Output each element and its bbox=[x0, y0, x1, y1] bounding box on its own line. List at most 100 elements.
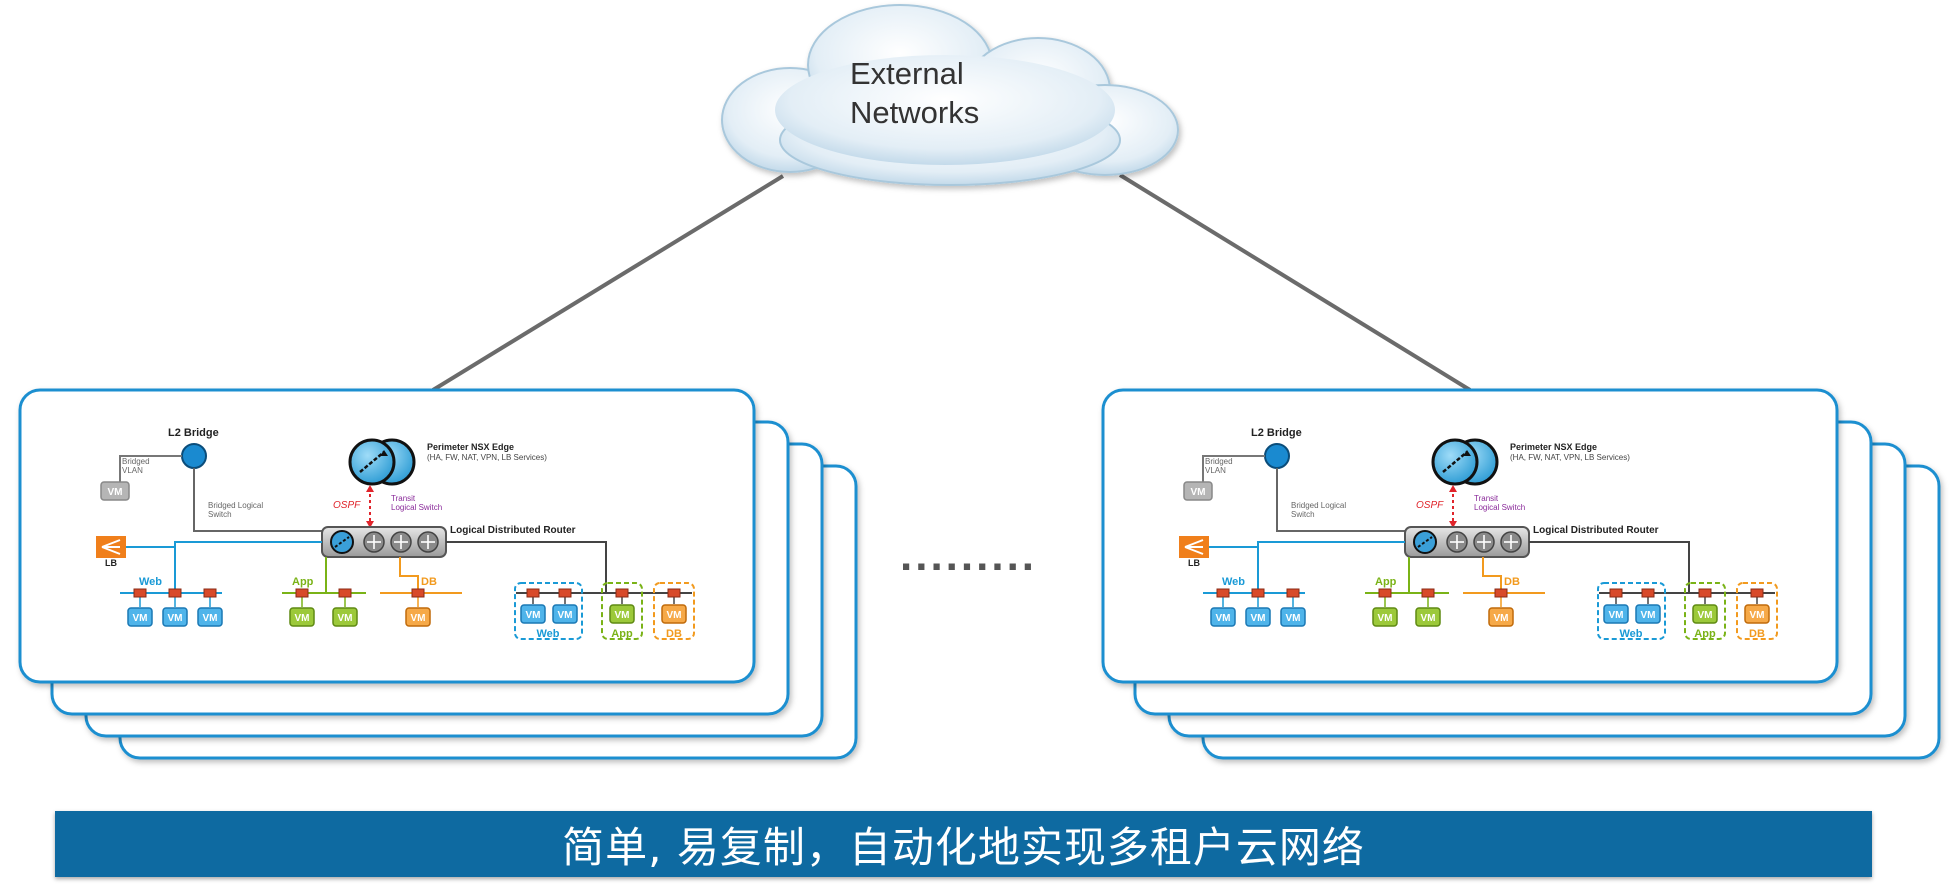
distributed-uplink bbox=[1529, 541, 1690, 593]
vm-label: VM bbox=[295, 613, 310, 624]
vm-label: VM bbox=[411, 613, 426, 624]
db-vm-1: VM bbox=[1488, 607, 1514, 627]
bridged-vlan-label-2: VLAN bbox=[1205, 466, 1226, 475]
app-vm-2: VM bbox=[332, 607, 358, 627]
db-segment-label: DB bbox=[1504, 576, 1520, 588]
web-vm-1: VM bbox=[1210, 607, 1236, 627]
vm-label: VM bbox=[1251, 613, 1266, 624]
port-icon bbox=[1378, 588, 1392, 598]
bridged-switch-line bbox=[193, 468, 325, 532]
transit-label-2: Logical Switch bbox=[391, 503, 442, 512]
bridged-vm-label: VM bbox=[108, 487, 123, 498]
web-uplink bbox=[174, 541, 322, 593]
vm-label: VM bbox=[203, 613, 218, 624]
db-group-label: DB bbox=[1749, 628, 1765, 640]
transit-label-1: Transit bbox=[1474, 494, 1499, 503]
web-group-label: Web bbox=[1619, 628, 1642, 640]
port-icon bbox=[1494, 588, 1508, 598]
port-icon bbox=[667, 588, 681, 598]
uplink-line-right bbox=[1118, 173, 1472, 392]
app-vm-2: VM bbox=[1415, 607, 1441, 627]
web-group-box bbox=[1597, 582, 1666, 640]
vm-label: VM bbox=[1421, 613, 1436, 624]
vm-label: VM bbox=[133, 613, 148, 624]
summary-banner: 简单, 易复制，自动化地实现多租户云网络 bbox=[55, 811, 1872, 877]
ospf-label: OSPF bbox=[333, 500, 361, 511]
router-icon bbox=[1500, 531, 1522, 553]
port-icon bbox=[1286, 588, 1300, 598]
vm-label: VM bbox=[615, 610, 630, 621]
app-group-vm-3: VM bbox=[609, 604, 635, 624]
bridged-vm-label: VM bbox=[1191, 487, 1206, 498]
port-icon bbox=[615, 588, 629, 598]
load-balancer-icon bbox=[1179, 536, 1209, 558]
external-networks-cloud bbox=[721, 4, 1179, 186]
web-group-label: Web bbox=[536, 628, 559, 640]
web-uplink bbox=[1257, 541, 1405, 593]
web-segment-label: Web bbox=[139, 576, 162, 588]
app-vm-1: VM bbox=[289, 607, 315, 627]
app-segment-label: App bbox=[292, 576, 314, 588]
vm-label: VM bbox=[1750, 610, 1765, 621]
lb-label: LB bbox=[105, 558, 117, 568]
l2-bridge-label: L2 Bridge bbox=[168, 427, 219, 439]
vm-label: VM bbox=[1641, 610, 1656, 621]
perimeter-edge-icon bbox=[1431, 438, 1499, 486]
edge-title-label: Perimeter NSX Edge bbox=[427, 442, 514, 452]
l2-bridge-label: L2 Bridge bbox=[1251, 427, 1302, 439]
port-icon bbox=[338, 588, 352, 598]
vm-label: VM bbox=[1378, 613, 1393, 624]
summary-banner-text: 简单, 易复制，自动化地实现多租户云网络 bbox=[562, 822, 1365, 872]
router-icon bbox=[1446, 531, 1468, 553]
port-icon bbox=[133, 588, 147, 598]
bridged-switch-label-1: Bridged Logical bbox=[1291, 501, 1346, 510]
tenant-ellipsis: ......... bbox=[900, 531, 1037, 580]
vm-label: VM bbox=[1216, 613, 1231, 624]
ldr-label: Logical Distributed Router bbox=[450, 525, 576, 536]
bridged-vlan-label-1: Bridged bbox=[122, 457, 150, 466]
port-icon bbox=[1251, 588, 1265, 598]
l2-bridge-icon bbox=[1264, 443, 1290, 469]
port-icon bbox=[1698, 588, 1712, 598]
vm-label: VM bbox=[1494, 613, 1509, 624]
ospf-arrow-down bbox=[366, 521, 374, 528]
web-vm-1: VM bbox=[127, 607, 153, 627]
app-group-box bbox=[1684, 582, 1726, 640]
app-vm-1: VM bbox=[1372, 607, 1398, 627]
lb-label: LB bbox=[1188, 558, 1200, 568]
db-group-label: DB bbox=[666, 628, 682, 640]
cloud-label-line2: Networks bbox=[850, 95, 979, 130]
db-group-box bbox=[1736, 582, 1778, 640]
logical-distributed-router-icon bbox=[321, 526, 447, 558]
web-segment-label: Web bbox=[1222, 576, 1245, 588]
edge-title-label: Perimeter NSX Edge bbox=[1510, 442, 1597, 452]
port-icon bbox=[295, 588, 309, 598]
port-icon bbox=[1750, 588, 1764, 598]
bridged-vlan-link bbox=[119, 455, 182, 482]
db-vm-1: VM bbox=[405, 607, 431, 627]
edge-services-label: (HA, FW, NAT, VPN, LB Services) bbox=[427, 453, 547, 462]
web-vm-3: VM bbox=[1280, 607, 1306, 627]
bridged-vlan-label-2: VLAN bbox=[122, 466, 143, 475]
port-icon bbox=[411, 588, 425, 598]
app-group-vm-3: VM bbox=[1692, 604, 1718, 624]
port-icon bbox=[558, 588, 572, 598]
app-segment-label: App bbox=[1375, 576, 1397, 588]
port-icon bbox=[1421, 588, 1435, 598]
db-segment-label: DB bbox=[421, 576, 437, 588]
bridged-vlan-label-1: Bridged bbox=[1205, 457, 1233, 466]
web-vm-2: VM bbox=[162, 607, 188, 627]
port-icon bbox=[526, 588, 540, 598]
distributed-uplink bbox=[446, 541, 607, 593]
ospf-arrow-up bbox=[366, 485, 374, 492]
edge-services-label: (HA, FW, NAT, VPN, LB Services) bbox=[1510, 453, 1630, 462]
uplink-line-left bbox=[431, 174, 785, 392]
app-group-label: App bbox=[1694, 628, 1716, 640]
port-icon bbox=[1216, 588, 1230, 598]
perimeter-edge-icon bbox=[348, 438, 416, 486]
load-balancer-icon bbox=[96, 536, 126, 558]
port-icon bbox=[203, 588, 217, 598]
bridged-switch-label-2: Switch bbox=[1291, 510, 1315, 519]
